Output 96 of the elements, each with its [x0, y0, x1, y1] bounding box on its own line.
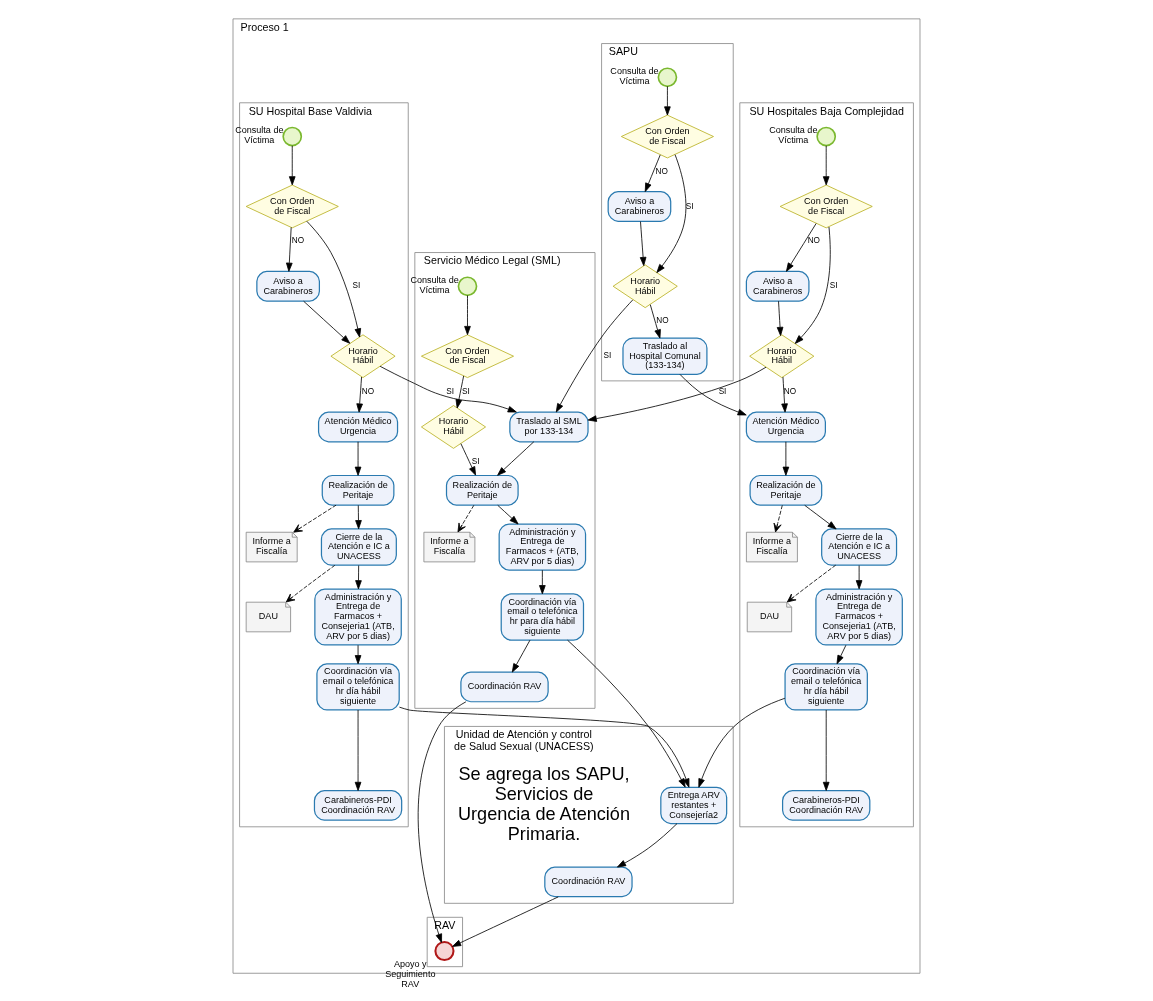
- arrow: [649, 303, 661, 338]
- node-box: Entrega ARV restantes + Consejería2: [660, 786, 728, 824]
- arrow: [855, 564, 863, 589]
- node-box: Administración y Entrega de Farmacos + (ATB, ARV por 5 dias): [498, 522, 587, 571]
- node-box: Coordinación RAV: [544, 866, 633, 897]
- edge-label: NO: [361, 386, 375, 396]
- arrow: [511, 639, 531, 672]
- node-circle: [457, 275, 478, 296]
- label: Se agrega los SAPU, Servicios de Urgencia de Atención Primaria.: [457, 763, 631, 844]
- node-box: Aviso a Carabineros: [607, 190, 672, 222]
- edge-label: NO: [783, 386, 797, 396]
- edge-label: SI: [471, 456, 480, 466]
- node-diamond: Con Orden de Fiscal: [421, 333, 514, 378]
- node-label: Consulta de Víctima: [610, 65, 659, 86]
- node-box: Coordinación vía email o telefónica hr día hábil siguiente: [316, 662, 400, 711]
- arrow: [776, 300, 784, 336]
- node-diamond: Con Orden de Fiscal: [779, 184, 873, 228]
- arrow: [794, 226, 831, 344]
- arrow: [354, 440, 362, 476]
- arrow: [455, 375, 465, 408]
- edge-label: SI: [829, 280, 838, 290]
- arrow: [644, 154, 661, 192]
- node-circle: [282, 126, 303, 146]
- node-box: Traslado al Hospital Comunal (133-134): [622, 337, 708, 375]
- arrow: [587, 366, 767, 422]
- node-box: Realización de Peritaje: [445, 474, 519, 506]
- arrow: [555, 299, 634, 412]
- arrow: [288, 144, 296, 185]
- node-box: Traslado al SML por 133-134: [509, 411, 589, 442]
- node-circle: [434, 940, 455, 961]
- node-box: Cierre de la Atención e IC a UNACESS: [821, 527, 898, 566]
- arrow: [539, 569, 546, 594]
- arrow: [286, 226, 293, 272]
- node-box: Aviso a Carabineros: [745, 270, 810, 302]
- arrow: [822, 709, 830, 791]
- arrow: [786, 564, 837, 602]
- edge-label: NO: [655, 166, 668, 176]
- node-box: Carabineros-PDI Coordinación RAV: [782, 789, 871, 821]
- node-diamond: Con Orden de Fiscal: [620, 114, 714, 158]
- node-box: Realización de Peritaje: [749, 474, 823, 506]
- edge-label: SI: [718, 386, 727, 396]
- arrow: [664, 85, 671, 115]
- node-box: Coordinación vía email o telefónica hr para día hábil siguiente: [500, 592, 585, 641]
- arrow: [356, 376, 363, 412]
- edge-label: NO: [807, 235, 821, 245]
- arrow: [306, 220, 362, 337]
- node-box: Aviso a Carabineros: [256, 270, 320, 302]
- arrow: [617, 822, 678, 867]
- arrow: [786, 222, 817, 272]
- edge-label: SI: [352, 280, 361, 290]
- arrow: [567, 639, 686, 787]
- node-circle: [816, 126, 837, 146]
- arrow: [656, 153, 687, 273]
- node-box: Atención Médico Urgencia: [745, 411, 826, 442]
- arrow: [354, 709, 362, 791]
- arrow: [355, 564, 362, 589]
- arrow: [464, 294, 471, 335]
- arrow: [452, 896, 559, 947]
- edge-label: SI: [461, 386, 470, 396]
- node-box: Administración y Entrega de Farmacos + Consejeria1 (ATB, ARV por 5 dias): [314, 587, 402, 646]
- node-box: Coordinación vía email o telefónica hr día hábil siguiente: [784, 662, 868, 711]
- node-diamond: Con Orden de Fiscal: [245, 184, 339, 228]
- arrow: [781, 376, 788, 412]
- arrow: [497, 440, 535, 476]
- node-box: Cierre de la Atención e IC a UNACESS: [320, 527, 397, 566]
- arrow: [293, 504, 337, 533]
- node-box: Administración y Entrega de Farmacos + Consejeria1 (ATB, ARV por 5 dias): [815, 587, 903, 646]
- arrow: [782, 440, 790, 476]
- arrow: [417, 700, 467, 943]
- arrow: [698, 697, 786, 788]
- node-box: Atención Médico Urgencia: [317, 411, 399, 442]
- arrow: [285, 564, 336, 602]
- arrow: [679, 373, 747, 415]
- node-box: Coordinación RAV: [460, 671, 549, 702]
- arrow: [355, 504, 362, 529]
- arrow: [379, 365, 517, 412]
- edge-label: SI: [446, 386, 455, 396]
- arrow: [497, 504, 519, 524]
- edge-label: SI: [685, 201, 694, 211]
- arrow: [639, 220, 647, 266]
- arrow: [773, 504, 783, 532]
- node-circle: [657, 66, 678, 87]
- node-box: Carabineros-PDI Coordinación RAV: [313, 789, 403, 821]
- node-diamond: Horario Hábil: [421, 404, 486, 449]
- edge-label: NO: [656, 315, 669, 325]
- arrow: [460, 442, 476, 476]
- arrow: [822, 144, 830, 185]
- arrow: [804, 504, 837, 529]
- edge-label: SI: [603, 350, 612, 360]
- arrow: [457, 504, 475, 532]
- arrow: [303, 300, 351, 344]
- edge-label: NO: [291, 235, 305, 245]
- arrow: [354, 644, 362, 664]
- arrow: [836, 644, 847, 664]
- node-label: Consulta de Víctima: [769, 124, 818, 145]
- node-box: Realización de Peritaje: [321, 474, 395, 506]
